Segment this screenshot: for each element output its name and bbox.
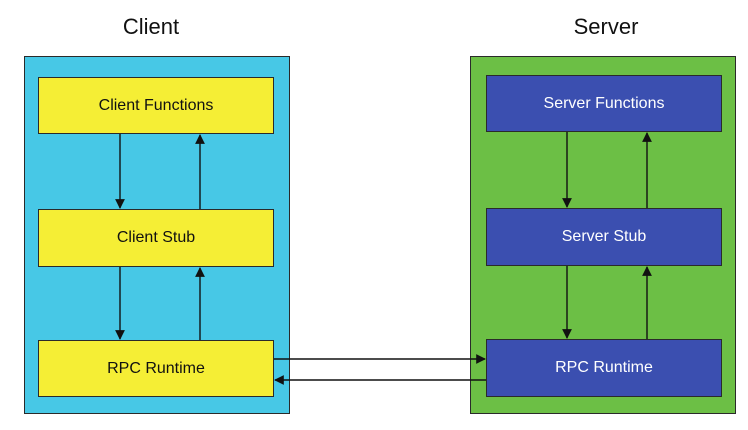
client-title: Client bbox=[122, 14, 180, 39]
server-stub-box: Server Stub bbox=[486, 208, 722, 266]
client-stub-box: Client Stub bbox=[38, 209, 274, 267]
client-functions-box: Client Functions bbox=[38, 77, 274, 134]
server-functions-box: Server Functions bbox=[486, 75, 722, 132]
server-rpc-runtime-box: RPC Runtime bbox=[486, 339, 722, 397]
client-rpc-runtime-box: RPC Runtime bbox=[38, 340, 274, 397]
server-title: Server bbox=[573, 14, 639, 39]
